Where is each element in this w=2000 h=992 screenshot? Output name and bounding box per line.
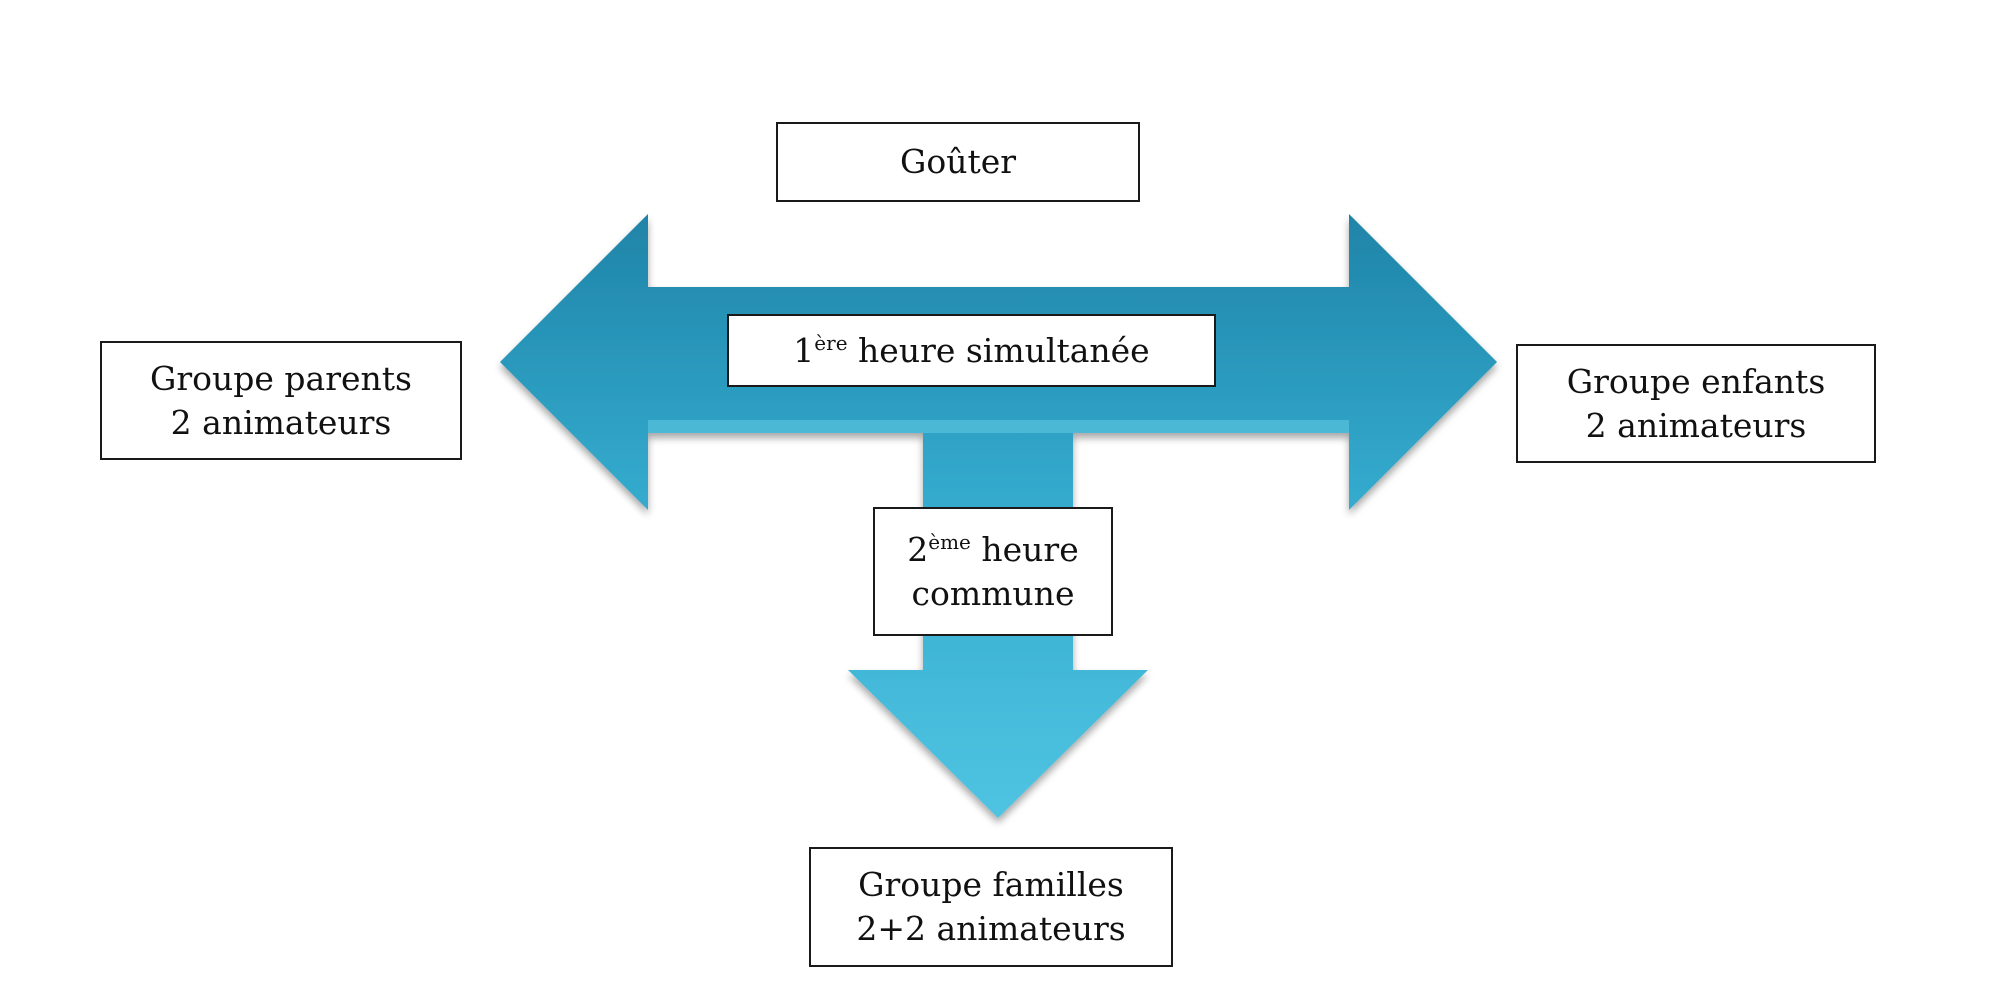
node-groupe-enfants-animateurs: 2 animateurs — [1585, 405, 1807, 445]
node-deuxieme-heure-line2: commune — [911, 573, 1075, 613]
node-groupe-familles-animateurs: 2+2 animateurs — [856, 909, 1126, 948]
node-premiere-heure-label: 1ère heure simultanée — [793, 330, 1150, 370]
node-groupe-enfants: Groupe enfants 2 animateurs — [1516, 344, 1876, 463]
node-groupe-enfants-title: Groupe enfants — [1566, 361, 1826, 401]
node-deuxieme-heure: 2ème heure commune — [873, 507, 1113, 636]
node-gouter: Goûter — [776, 122, 1140, 202]
node-groupe-familles-title: Groupe familles — [858, 865, 1124, 905]
node-groupe-parents: Groupe parents 2 animateurs — [100, 341, 462, 460]
node-deuxieme-heure-line1: 2ème heure — [907, 529, 1079, 569]
node-groupe-parents-title: Groupe parents — [150, 358, 412, 398]
node-gouter-label: Goûter — [899, 142, 1017, 182]
node-groupe-parents-animateurs: 2 animateurs — [170, 402, 392, 442]
arrow-highlight — [648, 420, 1349, 433]
node-premiere-heure: 1ère heure simultanée — [727, 314, 1216, 387]
node-groupe-familles: Groupe familles 2+2 animateurs — [809, 847, 1173, 967]
